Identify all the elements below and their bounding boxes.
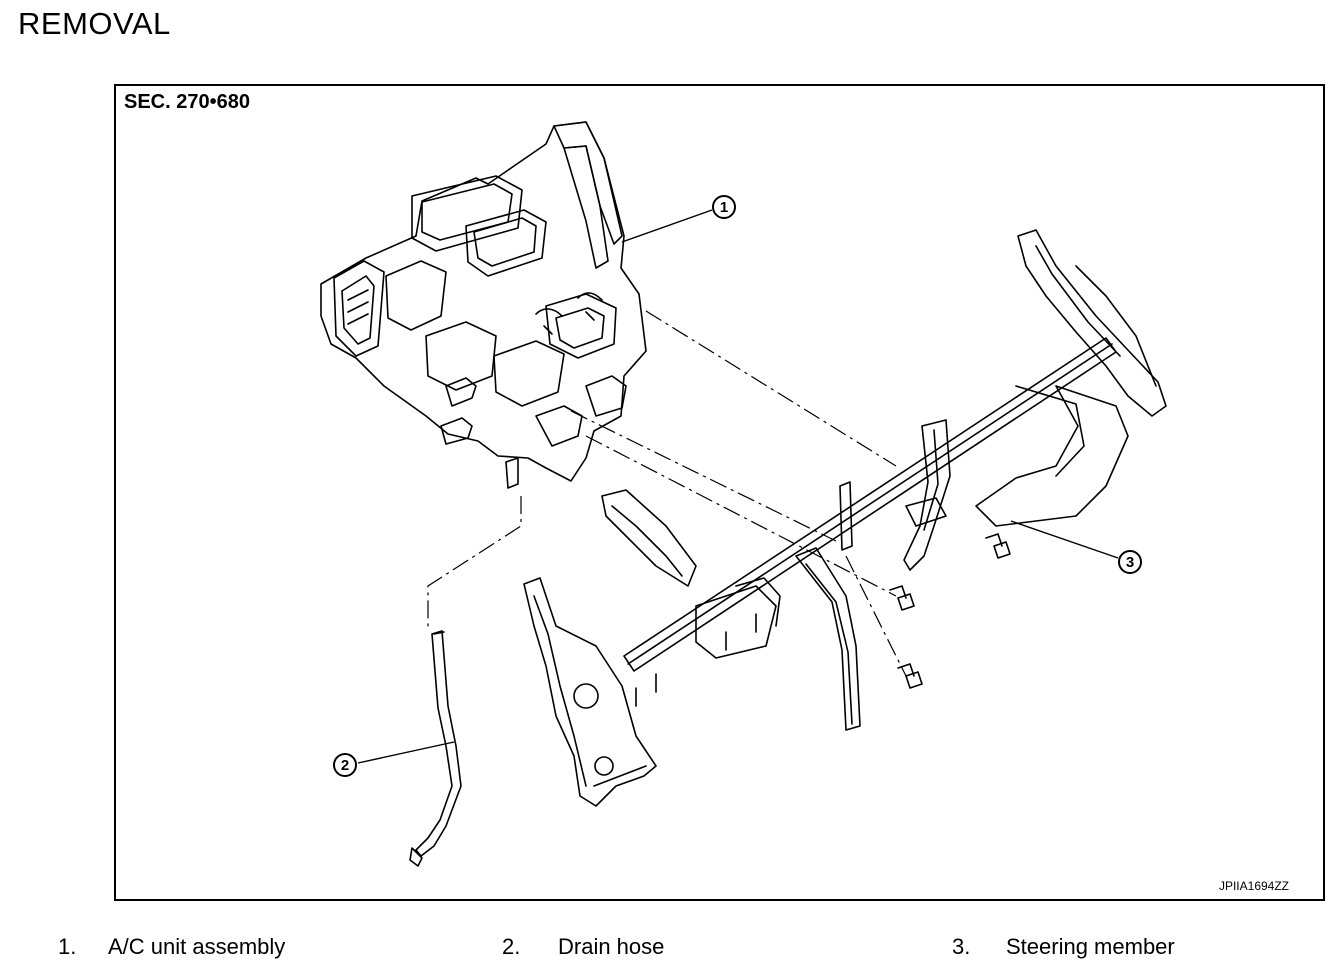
callout-2: 2 (333, 741, 455, 777)
legend-number-2: 2. (502, 934, 521, 959)
legend-label-2: Drain hose (558, 934, 665, 959)
alignment-line-1 (645, 310, 897, 467)
parts-legend: 1. A/C unit assembly 2. Drain hose 3. St… (0, 934, 1344, 966)
page-heading: REMOVAL (18, 6, 171, 41)
legend-number-1: 1. (58, 934, 77, 959)
alignment-line-5 (845, 555, 907, 677)
bolts (889, 533, 1011, 689)
alignment-line-3 (585, 435, 897, 597)
exploded-view-drawing: 1 2 3 (320, 121, 1167, 867)
callout-1-label: 1 (720, 199, 728, 216)
callout-2-label: 2 (341, 757, 349, 774)
ac-unit-assembly (320, 121, 647, 489)
section-label: SEC. 270•680 (124, 91, 250, 113)
steering-member (523, 229, 1167, 807)
drain-hose (409, 630, 462, 867)
removal-figure: SEC. 270•680 (114, 84, 1325, 901)
figure-id: JPIIA1694ZZ (1218, 879, 1289, 893)
callout-1: 1 (621, 195, 736, 243)
alignment-line-4 (427, 496, 522, 631)
legend-label-3: Steering member (1006, 934, 1175, 959)
alignment-line-2 (570, 410, 837, 542)
callout-3-label: 3 (1126, 554, 1134, 571)
callout-3: 3 (1010, 520, 1142, 574)
legend-label-1: A/C unit assembly (108, 934, 286, 959)
legend-number-3: 3. (952, 934, 971, 959)
